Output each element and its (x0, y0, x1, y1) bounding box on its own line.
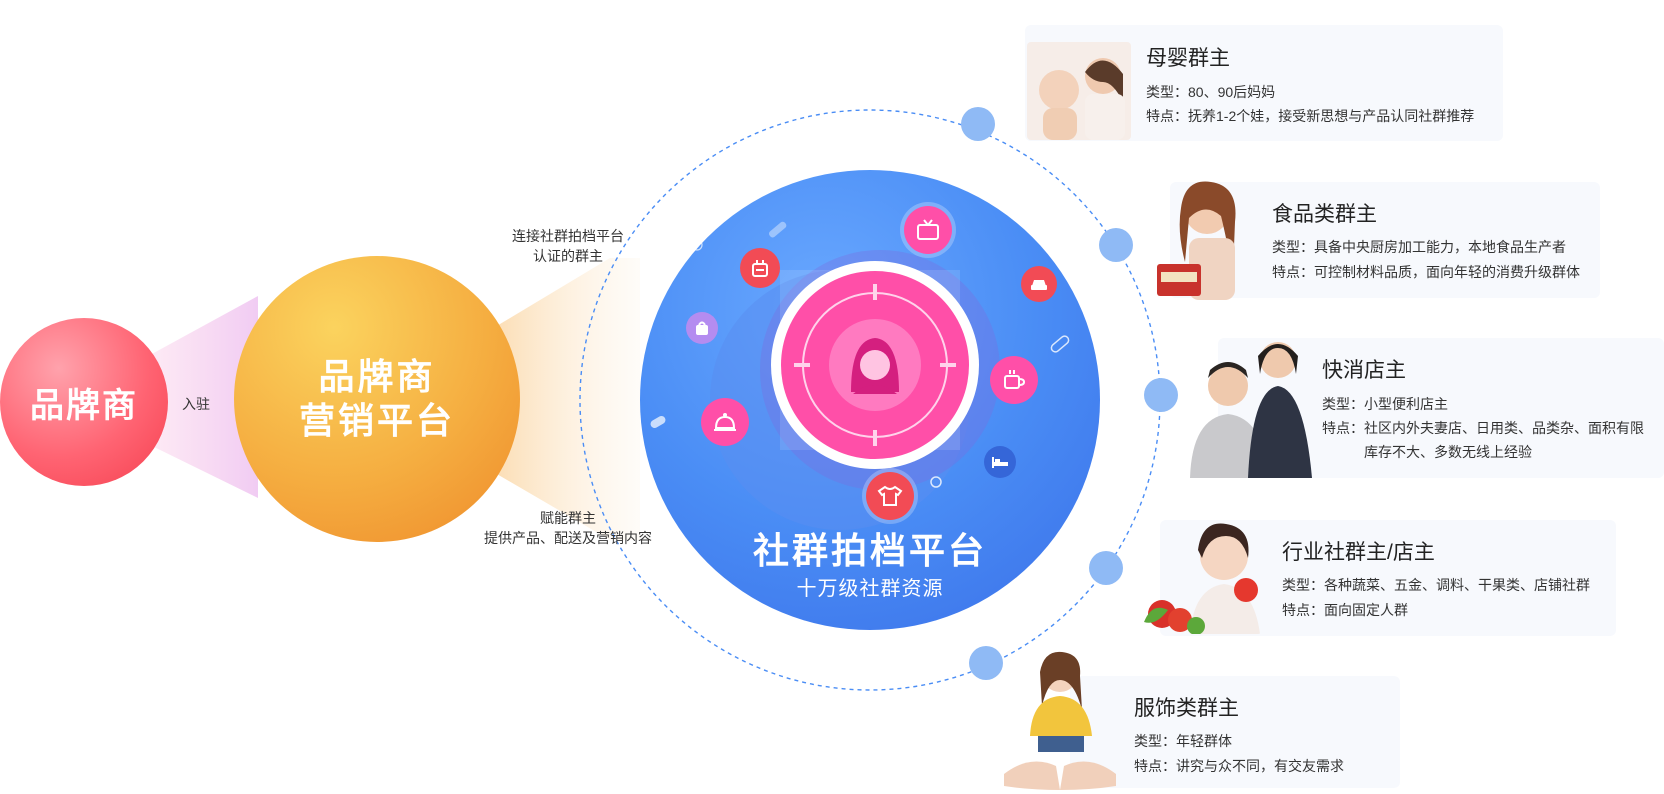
orbit-node-4 (1089, 551, 1123, 585)
food-photo (1155, 172, 1255, 300)
marketing-label-line1: 品牌商 (318, 356, 436, 397)
empower-label-line1: 赋能群主 (540, 510, 596, 526)
platform-title: 社群拍档平台 (752, 530, 987, 571)
marketing-to-platform-funnel (490, 258, 640, 540)
brand-to-marketing-funnel (150, 296, 258, 498)
group-feature: 特点：社区内外夫妻店、日用类、品类杂、面积有限 (1322, 420, 1644, 436)
decor-pill-2 (768, 221, 787, 238)
platform-subtitle: 十万级社群资源 (796, 578, 944, 600)
coffee-icon (990, 356, 1038, 404)
connect-label-line1: 连接社群拍档平台 (512, 228, 624, 244)
apparel-photo (1000, 650, 1120, 794)
connect-owner-label: 连接社群拍档平台 认证的群主 (488, 226, 648, 266)
lunchbox-icon (740, 248, 780, 288)
connect-label-line2: 认证的群主 (533, 248, 603, 264)
empower-owner-label: 赋能群主 提供产品、配送及营销内容 (472, 508, 664, 548)
group-card-food (1170, 182, 1600, 298)
fmcg-photo (1182, 330, 1318, 478)
group-title: 食品类群主 (1272, 203, 1377, 226)
decor-pill-1 (650, 416, 666, 428)
group-type: 类型：80、90后妈妈 (1146, 84, 1276, 100)
decor-ring-small (930, 476, 942, 488)
brand-label: 品牌商 (30, 386, 138, 425)
group-title: 母婴群主 (1146, 47, 1230, 70)
decor-pill-3 (1050, 335, 1070, 353)
service-bell-icon (701, 398, 749, 446)
decor-dot-small (691, 239, 703, 251)
marketing-platform-node: 品牌商 营销平台 (234, 256, 520, 542)
empower-label-line2: 提供产品、配送及营销内容 (484, 530, 652, 546)
maternal-photo (1027, 42, 1131, 140)
orbit-node-1 (961, 107, 995, 141)
group-feature: 特点：可控制材料品质，面向年轻的消费升级群体 (1272, 264, 1580, 280)
marketing-label-line2: 营销平台 (298, 400, 455, 441)
group-type: 类型：小型便利店主 (1322, 396, 1448, 412)
group-feature: 特点：面向固定人群 (1282, 602, 1408, 618)
orbit-node-2 (1099, 228, 1133, 262)
group-feature: 特点：抚养1-2个娃，接受新思想与产品认同社群推荐 (1146, 108, 1475, 124)
orbit-node-3 (1144, 378, 1178, 412)
car-icon (1021, 266, 1057, 302)
industry-photo (1142, 502, 1262, 634)
group-feature-continued: 库存不大、多数无线上经验 (1364, 444, 1532, 460)
group-title: 快消店主 (1322, 359, 1406, 382)
bed-icon (984, 446, 1016, 478)
group-card-apparel (1070, 676, 1400, 788)
tshirt-icon (866, 472, 914, 520)
group-title: 服饰类群主 (1134, 697, 1239, 720)
orbit-node-5 (969, 646, 1003, 680)
bag-icon (686, 312, 718, 344)
join-label: 入驻 (182, 396, 210, 412)
tv-icon (904, 206, 952, 254)
group-title: 行业社群主/店主 (1282, 541, 1435, 564)
group-feature: 特点：讲究与众不同，有交友需求 (1134, 758, 1344, 774)
brand-node: 品牌商 (0, 318, 168, 486)
avatar-icon (851, 338, 899, 394)
group-type: 类型：年轻群体 (1134, 733, 1232, 749)
group-type: 类型：各种蔬菜、五金、调料、干果类、店铺社群 (1282, 577, 1590, 593)
group-type: 类型：具备中央厨房加工能力，本地食品生产者 (1272, 239, 1566, 255)
platform-decoration (650, 221, 1070, 530)
